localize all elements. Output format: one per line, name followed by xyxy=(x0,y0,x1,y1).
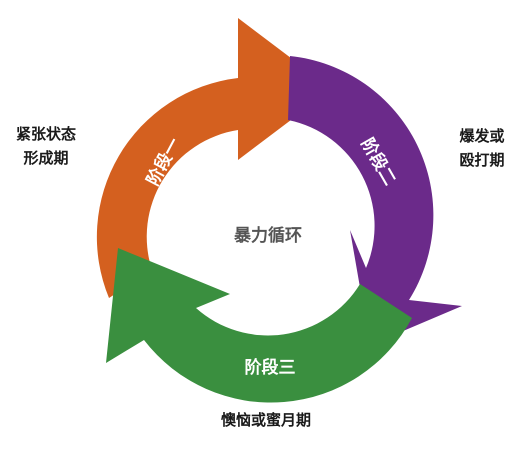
honeymoon-phase-text: 懊恼或蜜月期 xyxy=(220,411,311,429)
stage-one-arrow xyxy=(96,18,332,298)
stage-three-arrow xyxy=(106,248,412,403)
stage-two-arrow xyxy=(288,56,462,345)
tension-phase-line2: 形成期 xyxy=(23,149,69,167)
tension-phase-label: 紧张状态 形成期 xyxy=(6,122,86,170)
honeymoon-phase-label: 懊恼或蜜月期 xyxy=(186,408,346,432)
explosion-phase-line2: 殴打期 xyxy=(459,151,505,169)
stage-three-label: 阶段三 xyxy=(245,357,296,378)
tension-phase-line1: 紧张状态 xyxy=(15,125,76,143)
explosion-phase-line1: 爆发或 xyxy=(459,127,505,145)
explosion-phase-label: 爆发或 殴打期 xyxy=(440,124,524,172)
cycle-title: 暴力循环 xyxy=(233,225,302,246)
